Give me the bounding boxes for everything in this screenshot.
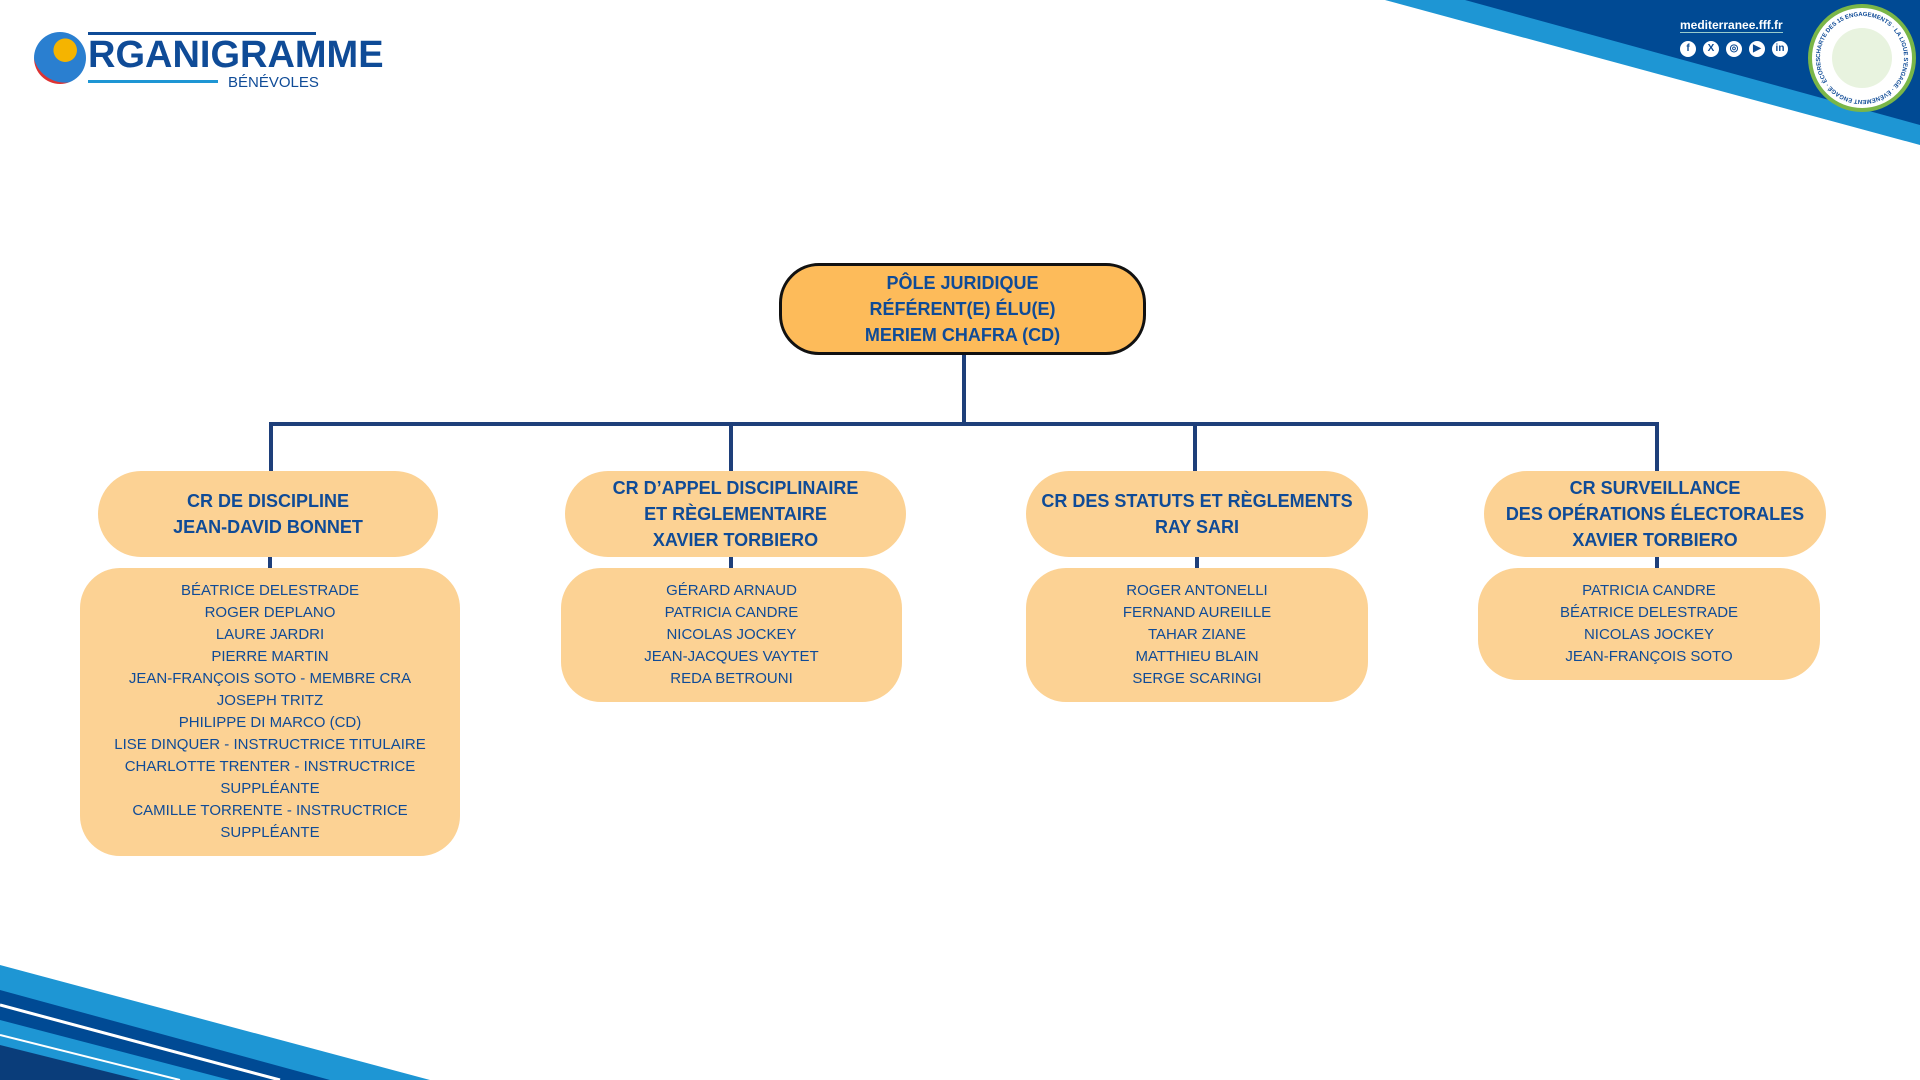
commission-title-line: RAY SARI — [1154, 517, 1240, 537]
commission-header: CR DES STATUTS ET RÈGLEMENTS RAY SARI — [1026, 471, 1368, 557]
commission-title-line: CR SURVEILLANCE — [1569, 478, 1741, 498]
member-name: PIERRE MARTIN — [211, 648, 329, 665]
bottom-left-stripes — [0, 965, 430, 1080]
commission-members: PATRICIA CANDRE BÉATRICE DELESTRADE NICOLA… — [1478, 568, 1820, 680]
member-name: FERNAND AUREILLE — [1122, 604, 1272, 621]
commission-title-line: ET RÈGLEMENTAIRE — [644, 504, 827, 524]
commission-members: BÉATRICE DELESTRADE ROGER DEPLANO LAURE JA… — [80, 568, 460, 856]
member-name: CAMILLE TORRENTE - INSTRUCTRICE SUPPLÉAN… — [132, 802, 408, 841]
instagram-icon[interactable]: ◎ — [1726, 41, 1742, 57]
root-line: PÔLE JURIDIQUE — [886, 273, 1039, 293]
lines-connector — [268, 355, 1659, 569]
eco-badge: CHARTE DES 15 ENGAGEMENTS · LA LIGUE S'E… — [1808, 4, 1916, 112]
member-name: ROGER DEPLANO — [204, 604, 336, 621]
member-name: GÉRARD ARNAUD — [666, 582, 797, 599]
page-subtitle: BÉNÉVOLES — [228, 74, 319, 91]
member-name: JEAN-FRANÇOIS SOTO — [1565, 648, 1733, 665]
commission-title-line: CR DE DISCIPLINE — [186, 491, 350, 511]
root-node-pole-juridique: PÔLE JURIDIQUE RÉFÉRENT(E) ÉLU(E) MERIEM… — [779, 263, 1146, 355]
member-name: NICOLAS JOCKEY — [666, 626, 797, 643]
commission-title-line: XAVIER TORBIERO — [1572, 530, 1738, 550]
member-name: PATRICIA CANDRE — [1582, 582, 1716, 599]
page-title: RGANIGRAMME — [88, 34, 384, 76]
member-name: BÉATRICE DELESTRADE — [1559, 604, 1739, 621]
commission-header: CR DE DISCIPLINE JEAN-DAVID BONNET — [98, 471, 438, 557]
commission-header: CR SURVEILLANCE DES OPÉRATIONS ÉLECTORALE… — [1484, 471, 1826, 557]
league-logo — [34, 32, 86, 84]
member-name: PHILIPPE DI MARCO (CD) — [178, 714, 362, 731]
logo-rule-top — [88, 32, 316, 35]
member-name: JOSEPH TRITZ — [216, 692, 324, 709]
logo-rule-bottom — [88, 80, 218, 83]
commission-title-line: CR DES STATUTS ET RÈGLEMENTS — [1041, 491, 1353, 511]
member-name: LAURE JARDRI — [215, 626, 325, 643]
website-link[interactable]: mediterranee.fff.fr — [1680, 18, 1783, 33]
commission-title-line: CR D’APPEL DISCIPLINAIRE — [612, 478, 859, 498]
root-line: MERIEM CHAFRA (CD) — [864, 325, 1061, 345]
member-name: REDA BETROUNI — [670, 670, 793, 687]
member-name: MATTHIEU BLAIN — [1135, 648, 1259, 665]
member-name: BÉATRICE DELESTRADE — [180, 582, 360, 599]
member-name: CHARLOTTE TRENTER - INSTRUCTRICE SUPPLÉA… — [124, 758, 416, 797]
member-name: ROGER ANTONELLI — [1126, 582, 1268, 599]
x-icon[interactable]: X — [1703, 41, 1719, 57]
commission-header: CR D’APPEL DISCIPLINAIRE ET RÈGLEMENTAIRE… — [565, 471, 906, 557]
commission-members: GÉRARD ARNAUD PATRICIA CANDRE NICOLAS JOCK… — [561, 568, 902, 702]
member-name: JEAN-JACQUES VAYTET — [644, 648, 819, 665]
commission-title-line: XAVIER TORBIERO — [652, 530, 819, 550]
commission-members: ROGER ANTONELLI FERNAND AUREILLE TAHAR ZIA… — [1026, 568, 1368, 702]
facebook-icon[interactable]: f — [1680, 41, 1696, 57]
member-name: SERGE SCARINGI — [1132, 670, 1262, 687]
member-name: NICOLAS JOCKEY — [1583, 626, 1715, 643]
youtube-icon[interactable]: ▶ — [1749, 41, 1765, 57]
member-name: JEAN-FRANÇOIS SOTO - MEMBRE CRA — [128, 670, 412, 687]
member-name: TAHAR ZIANE — [1147, 626, 1247, 643]
root-line: RÉFÉRENT(E) ÉLU(E) — [869, 299, 1056, 319]
commission-title-line: DES OPÉRATIONS ÉLECTORALES — [1505, 504, 1805, 524]
commission-title-line: JEAN-DAVID BONNET — [173, 517, 363, 537]
member-name: PATRICIA CANDRE — [664, 604, 799, 621]
member-name: LISE DINQUER - INSTRUCTRICE TITULAIRE — [114, 736, 426, 753]
linkedin-icon[interactable]: in — [1772, 41, 1788, 57]
